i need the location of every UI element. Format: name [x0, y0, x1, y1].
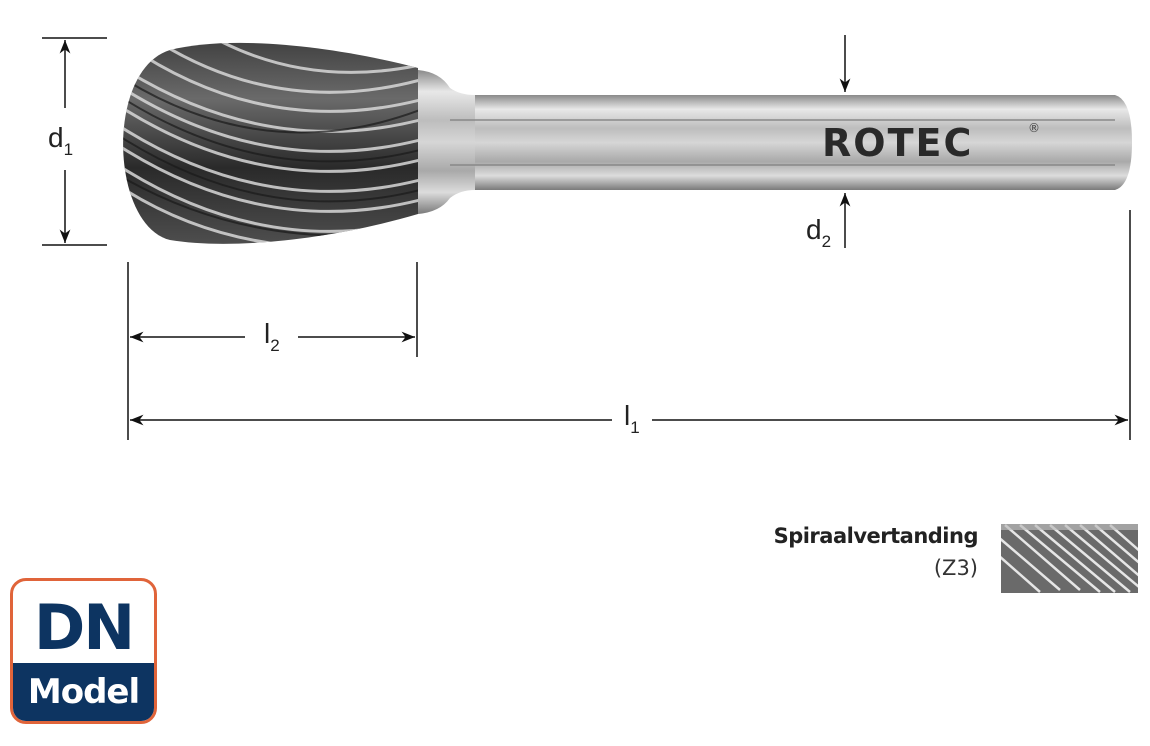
dimension-l2	[127, 262, 418, 440]
label-d1: d1	[48, 122, 73, 160]
label-d1-sub: 1	[63, 140, 74, 159]
label-d2-symbol: d	[806, 214, 822, 245]
label-l1-sub: 1	[630, 418, 640, 437]
label-l1-symbol: l	[624, 400, 631, 431]
toothing-code: (Z3)	[933, 556, 978, 580]
rotec-logo: ROTEC ®	[822, 121, 1040, 165]
cutting-head	[123, 42, 418, 244]
label-d2-sub: 2	[821, 232, 832, 251]
label-l2-symbol: l	[264, 318, 271, 349]
model-badge: DN Model	[10, 578, 157, 724]
badge-model-label: Model	[13, 663, 154, 721]
registered-mark: ®	[1028, 121, 1040, 135]
label-l2-sub: 2	[270, 336, 280, 355]
label-d1-symbol: d	[48, 122, 64, 153]
dimension-d1	[42, 37, 107, 246]
badge-model-code: DN	[33, 590, 135, 664]
label-d2: d2	[806, 214, 831, 252]
shank	[418, 70, 1132, 214]
rotec-logo-text: ROTEC	[822, 121, 973, 165]
spiral-toothing-image	[1001, 524, 1138, 593]
toothing-title: Spiraalvertanding	[773, 524, 979, 548]
dimension-l1	[130, 210, 1131, 440]
label-l2: l2	[264, 318, 280, 356]
label-l1: l1	[624, 400, 640, 438]
